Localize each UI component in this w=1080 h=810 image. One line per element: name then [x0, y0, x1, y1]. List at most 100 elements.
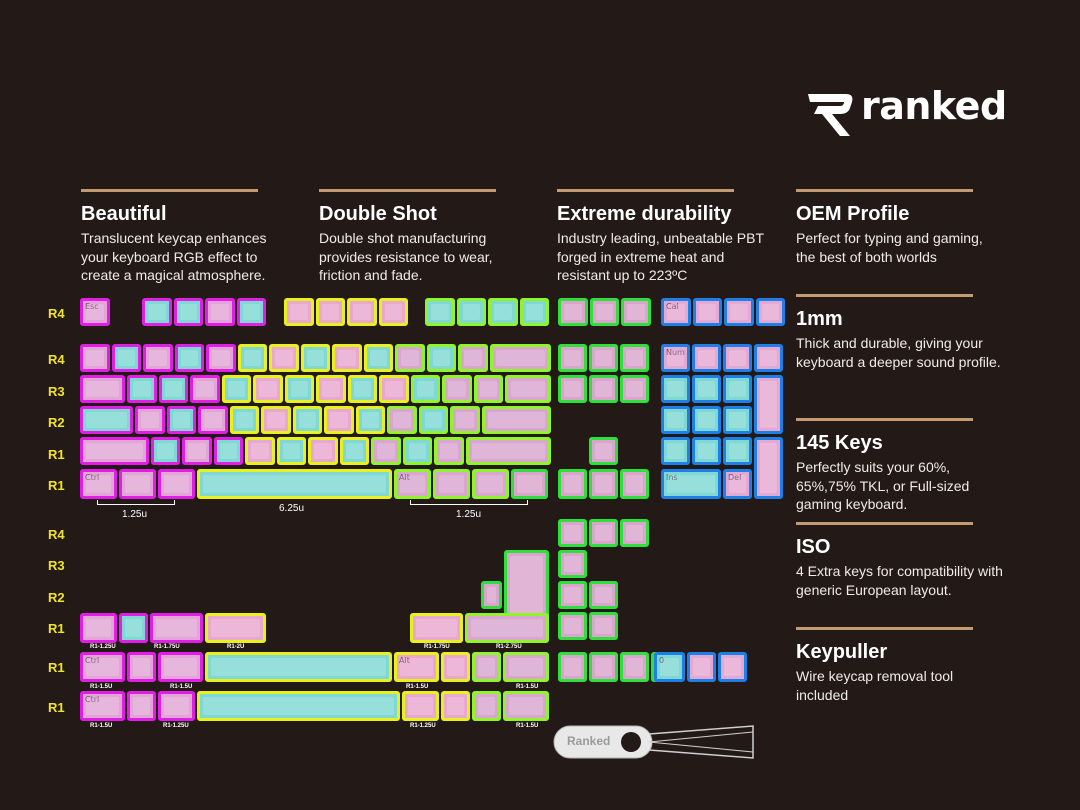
keycap: [661, 375, 690, 403]
keycap: [661, 406, 690, 434]
feature-rule: [796, 294, 973, 297]
keycap: [158, 375, 189, 403]
keycap: [363, 344, 393, 372]
keycap: [127, 691, 156, 721]
size-label: R1-1.25U: [90, 644, 116, 650]
keycap: [620, 344, 649, 372]
feature-oem-profile: OEM Profile Perfect for typing and gamin…: [796, 189, 1006, 266]
keycap: [472, 652, 501, 682]
keycap: [558, 375, 587, 403]
keycap: [80, 344, 110, 372]
keycap: [197, 691, 400, 721]
keycap: [387, 406, 417, 434]
keycap: [558, 612, 587, 640]
keycap-legend: Num: [666, 348, 685, 357]
keycap: [347, 298, 377, 326]
keycap: [620, 469, 649, 499]
keycap: [205, 613, 266, 643]
keycap: [119, 469, 156, 499]
keycap: [692, 437, 721, 465]
keycap: Ctrl: [80, 691, 125, 721]
keycap-legend: Ctrl: [85, 656, 100, 665]
keycap: [488, 298, 518, 326]
keycap: [308, 437, 338, 465]
keycap: [347, 375, 378, 403]
keycap: [481, 406, 551, 434]
keycap: [221, 375, 252, 403]
keycap: [661, 437, 690, 465]
row-label: R4: [48, 306, 65, 321]
keycap: Esc: [80, 298, 110, 326]
row-label: R1: [48, 478, 65, 493]
dimension-label: 6.25u: [279, 503, 305, 514]
keycap: [511, 469, 548, 499]
keycap: [245, 437, 275, 465]
keycap: [410, 613, 463, 643]
keycap-legend: Alt: [399, 473, 410, 482]
keycap: Num: [661, 344, 690, 372]
logo-text: ranked: [861, 84, 1007, 128]
keycap: [434, 437, 464, 465]
keycap: [418, 406, 449, 434]
row-label: R4: [48, 352, 65, 367]
keycap: Ctrl: [80, 652, 125, 682]
keycap: [465, 613, 549, 643]
size-label: R1-1.5U: [90, 684, 113, 690]
size-label: R1-1.5U: [90, 723, 113, 729]
keycap: [80, 406, 134, 434]
keycap: [692, 375, 721, 403]
keycap: [620, 519, 649, 547]
keycap-legend: Ins: [666, 473, 678, 482]
keycap: [395, 344, 425, 372]
keycap: [111, 344, 141, 372]
keycap: [473, 375, 504, 403]
row-label: R1: [48, 700, 65, 715]
keycap: [332, 344, 362, 372]
size-label: R1-1.5U: [406, 684, 429, 690]
keycap: [558, 652, 587, 682]
keycap: [426, 344, 456, 372]
keycap: [236, 298, 266, 326]
keycap: [558, 519, 587, 547]
keycap: [127, 375, 157, 403]
keycap: [135, 406, 165, 434]
keycap: [589, 298, 619, 326]
keycap: [724, 298, 754, 326]
keycap: [355, 406, 386, 434]
keycap: [589, 437, 618, 465]
keycap: [558, 550, 587, 578]
size-label: R1-2.75U: [496, 644, 522, 650]
keycap-legend: Alt: [399, 656, 410, 665]
keycap: [692, 406, 721, 434]
keycap: [158, 469, 195, 499]
keycap: [80, 375, 126, 403]
keycap-legend: Esc: [85, 302, 99, 311]
feature-145-keys: 145 Keys Perfectly suits your 60%, 65%,7…: [796, 418, 1006, 514]
keycap: [190, 375, 220, 403]
keycap: [206, 344, 236, 372]
keycap: [213, 437, 244, 465]
feature-text: Perfectly suits your 60%, 65%,75% TKL, o…: [796, 459, 970, 512]
keycap: [379, 375, 409, 403]
dimension-label: 1.25u: [122, 509, 148, 520]
keycap: [441, 691, 470, 721]
keycap: [589, 612, 618, 640]
feature-title: Keypuller: [796, 641, 888, 663]
keycap: [205, 298, 235, 326]
row-label: R3: [48, 558, 65, 573]
keycap: [229, 406, 260, 434]
keycap: Cal: [661, 298, 691, 326]
keycap: [158, 652, 203, 682]
keypuller-icon: [553, 725, 754, 759]
keycap: [173, 298, 203, 326]
keycap: [378, 298, 408, 326]
keycap: [182, 437, 212, 465]
feature-rule: [796, 189, 973, 192]
feature-title: Beautiful: [81, 203, 167, 225]
keycap: [205, 652, 392, 682]
feature-title: Double Shot: [319, 203, 437, 225]
feature-text: 4 Extra keys for compatibility with gene…: [796, 563, 1003, 598]
keycap: [197, 469, 392, 499]
row-label: R3: [48, 384, 65, 399]
keycap: [558, 581, 587, 609]
